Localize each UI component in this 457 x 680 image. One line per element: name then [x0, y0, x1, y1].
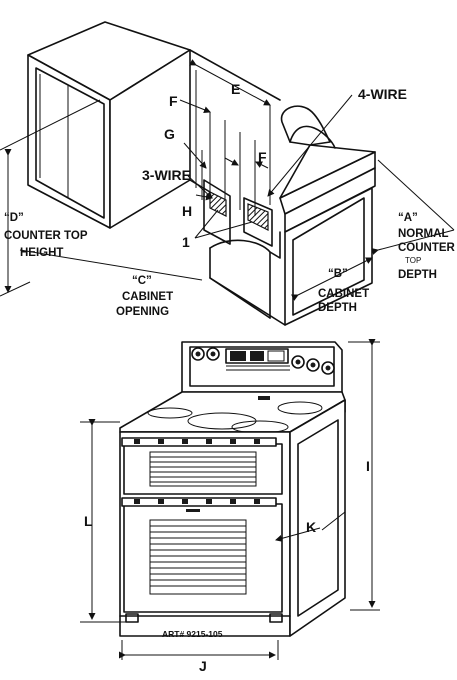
label-f-top: F [169, 93, 178, 109]
dimension-h: H [182, 193, 213, 219]
label-l: L [84, 513, 93, 529]
label-i: I [366, 458, 370, 474]
dimension-f-top: F [169, 93, 226, 200]
label-c-2: CABINET [122, 291, 173, 303]
dimension-a: “A” NORMAL COUNTER TOP DEPTH [371, 159, 456, 281]
label-b-3: DEPTH [318, 302, 357, 314]
label-b-1: “B” [328, 268, 348, 280]
callout-3-wire: 3-WIRE [142, 167, 213, 199]
left-cabinet [27, 21, 191, 229]
label-d-1: “D” [4, 212, 24, 224]
label-c-3: OPENING [116, 306, 169, 318]
label-a-1: “A” [398, 212, 418, 224]
label-a-3: COUNTER [398, 242, 456, 254]
dimension-j: J [119, 640, 279, 674]
label-h: H [182, 203, 192, 219]
callout-4-wire: 4-WIRE [267, 86, 407, 197]
label-a-4: TOP [405, 256, 421, 265]
label-4-wire: 4-WIRE [358, 86, 407, 102]
callout-1: 1 [182, 209, 253, 250]
label-d-3: HEIGHT [20, 247, 63, 259]
dimension-g: G [164, 126, 207, 200]
dimension-i: I [348, 339, 380, 611]
dimension-l: L [80, 419, 126, 623]
label-d-2: COUNTER TOP [4, 230, 88, 242]
label-g: G [164, 126, 175, 142]
dimension-d: “D” COUNTER TOP HEIGHT [0, 99, 101, 297]
label-3-wire: 3-WIRE [142, 167, 191, 183]
label-j: J [199, 658, 207, 674]
dimension-k: K [275, 511, 346, 542]
label-k: K [306, 519, 316, 535]
label-1: 1 [182, 234, 190, 250]
dimension-b: “B” CABINET DEPTH [291, 257, 373, 314]
knob-icon [191, 347, 335, 375]
label-f-right: F [258, 149, 267, 165]
art-number: ART# 9215-105 [162, 629, 223, 639]
lower-window-lines [150, 525, 246, 587]
dimension-e: E [189, 59, 271, 205]
label-c-1: “C” [132, 275, 152, 287]
upper-window-lines [150, 456, 256, 483]
label-a-2: NORMAL [398, 228, 448, 240]
dimension-c: “C” CABINET OPENING [19, 249, 203, 318]
dimension-f-right: F [224, 132, 269, 216]
label-b-2: CABINET [318, 288, 369, 300]
range [119, 341, 346, 637]
label-e: E [231, 81, 240, 97]
label-a-5: DEPTH [398, 269, 437, 281]
